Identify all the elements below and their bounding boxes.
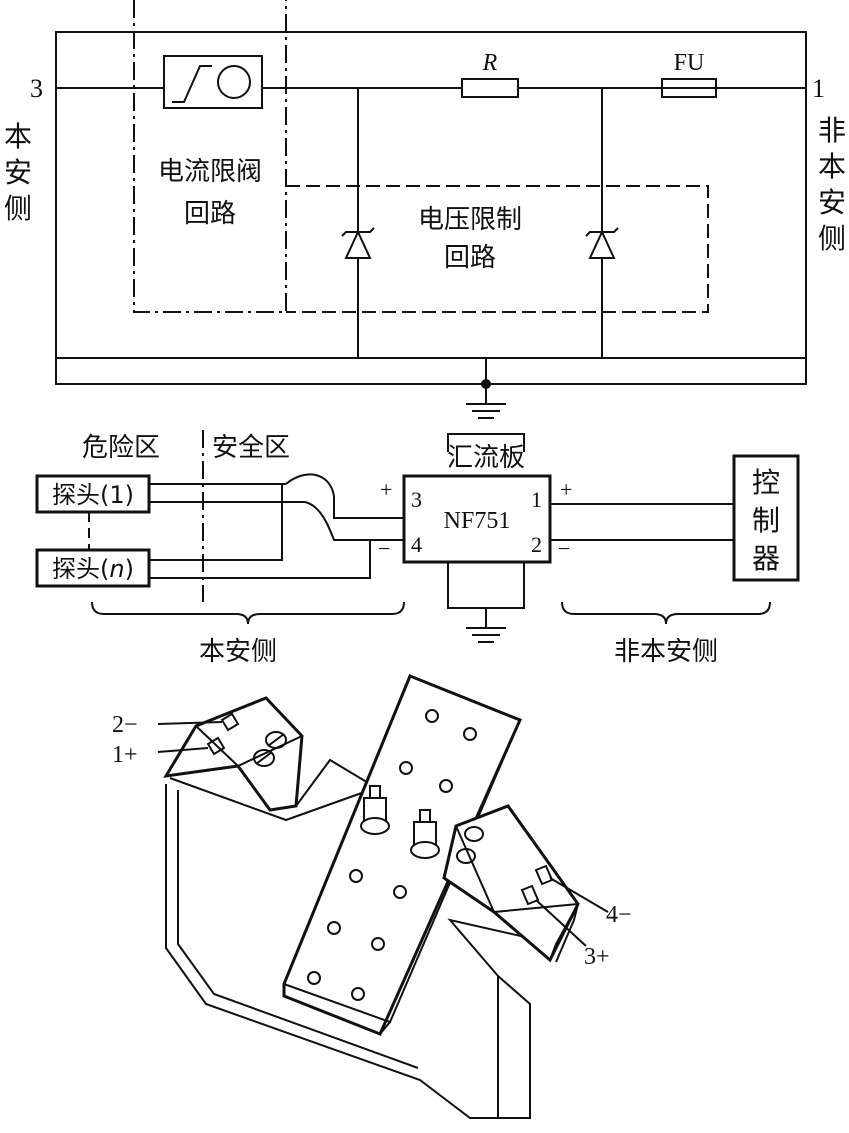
right-side-vertical-label: 非 本 安 侧 bbox=[818, 114, 846, 255]
terminal-3-label-3d: 3+ bbox=[584, 944, 610, 970]
stud-bolt-1 bbox=[360, 785, 390, 835]
device-3d-drawing: 2− 1+ 4− 3+ bbox=[112, 674, 632, 1119]
voltage-limit-loop-boundary bbox=[286, 185, 709, 313]
terminal-3-contact bbox=[520, 884, 540, 906]
pin-1-label: 1 bbox=[531, 487, 542, 512]
zener-diode-2 bbox=[585, 88, 619, 358]
current-limit-label-1: 电流限阀 bbox=[158, 157, 262, 187]
ground-symbol bbox=[466, 358, 506, 419]
right-side-char-3: 安 bbox=[818, 186, 846, 219]
controller-char-1: 控 bbox=[752, 466, 780, 499]
busbar-top-bracket bbox=[447, 433, 525, 452]
pin-2-label: 2 bbox=[531, 532, 542, 557]
leader-1 bbox=[157, 747, 209, 753]
left-minus-sign: − bbox=[378, 536, 390, 561]
terminal-1-label-3d: 1+ bbox=[112, 742, 138, 768]
leader-3 bbox=[535, 899, 587, 947]
device-name-label: NF751 bbox=[444, 508, 511, 534]
terminal-3-label: 3 bbox=[30, 74, 43, 103]
right-plus-sign: + bbox=[560, 477, 572, 502]
left-side-char-2: 安 bbox=[4, 156, 32, 189]
resistor-label: R bbox=[482, 50, 498, 76]
zener-diode-1 bbox=[341, 88, 375, 358]
barrier-circuit-diagram: R FU 3 1 电流限阀 回路 电压限制 回路 bbox=[4, 0, 846, 419]
left-side-char-1: 本 bbox=[4, 120, 32, 153]
controller-char-2: 制 bbox=[752, 504, 780, 537]
central-busbar-plate bbox=[282, 674, 523, 1036]
left-side-vertical-label: 本 安 侧 bbox=[4, 120, 32, 225]
hazard-zone-label: 危险区 bbox=[82, 433, 160, 463]
ground-symbol-2 bbox=[466, 608, 506, 643]
voltage-limit-label-2: 回路 bbox=[444, 243, 496, 273]
right-side-char-2: 本 bbox=[818, 150, 846, 183]
left-plus-sign: + bbox=[380, 477, 392, 502]
current-limit-loop-boundary bbox=[133, 0, 287, 313]
right-brace-label: 非本安侧 bbox=[614, 637, 718, 667]
busbar-bottom-bracket bbox=[447, 562, 525, 609]
probe-n-label: 探头(n) bbox=[52, 555, 134, 583]
terminal-4-label: 4− bbox=[606, 902, 632, 928]
right-terminal-block bbox=[442, 804, 580, 963]
terminal-2-contact bbox=[220, 712, 240, 732]
terminal-1-contact bbox=[206, 736, 226, 756]
right-minus-sign: − bbox=[558, 536, 570, 561]
terminal-2-label: 2− bbox=[112, 712, 138, 738]
probe-1-label: 探头(1) bbox=[52, 481, 134, 509]
right-side-char-1: 非 bbox=[818, 114, 846, 147]
busbar-label: 汇流板 bbox=[447, 443, 525, 473]
resistor-r bbox=[461, 78, 519, 98]
current-limit-label-2: 回路 bbox=[184, 199, 236, 229]
left-side-char-3: 侧 bbox=[4, 192, 32, 225]
nf751-device-box bbox=[402, 474, 552, 564]
pin-3-label: 3 bbox=[411, 487, 422, 512]
safe-zone-label: 安全区 bbox=[212, 433, 290, 463]
pin-4-label: 4 bbox=[411, 532, 422, 557]
stud-bolt-2 bbox=[410, 809, 440, 859]
wiring-diagram: 危险区 安全区 探头(1) 探头(n) + − 汇流板 NF751 3 4 1 … bbox=[35, 430, 800, 667]
leader-4 bbox=[549, 877, 609, 913]
probe-1-box bbox=[35, 474, 151, 514]
leader-2 bbox=[157, 721, 223, 725]
controller-box bbox=[732, 454, 800, 582]
left-brace bbox=[91, 601, 405, 625]
voltage-limit-label-1: 电压限制 bbox=[418, 205, 522, 235]
controller-char-3: 器 bbox=[752, 542, 780, 575]
right-side-char-4: 侧 bbox=[818, 222, 846, 255]
device-body-inner-rim bbox=[177, 790, 419, 1069]
left-brace-label: 本安侧 bbox=[199, 637, 277, 667]
probe-n-box bbox=[35, 548, 151, 588]
probe-wires bbox=[149, 473, 404, 579]
right-brace bbox=[561, 601, 771, 625]
device-side-face bbox=[497, 975, 531, 1119]
device-top-left-edge bbox=[169, 777, 371, 822]
terminal-1-label: 1 bbox=[812, 74, 825, 103]
circuit-outer-frame bbox=[55, 31, 807, 385]
left-terminal-block bbox=[163, 696, 381, 812]
current-limiter-symbol bbox=[163, 55, 263, 109]
fuse-label: FU bbox=[674, 50, 705, 76]
